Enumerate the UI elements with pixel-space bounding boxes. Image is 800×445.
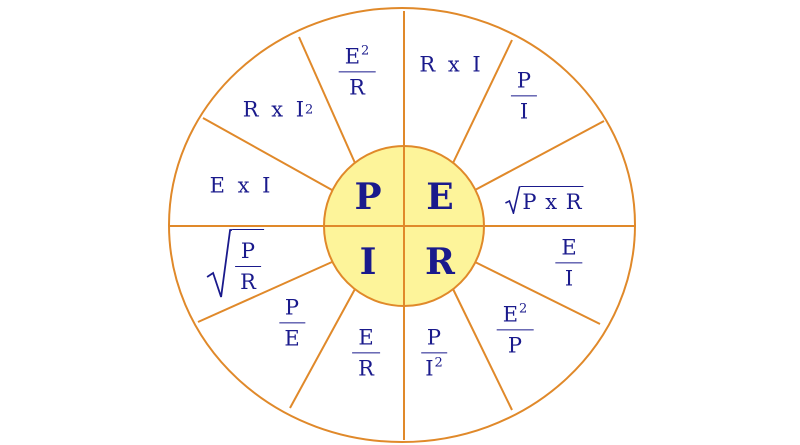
formula-numerator: P [510, 68, 538, 97]
formula-numerator: E [344, 44, 361, 69]
formula-numerator: E [555, 235, 583, 264]
formula-p-over-i-squared: P I2 [419, 325, 449, 381]
sector-divider [452, 39, 513, 164]
center-letter-power: P [354, 176, 382, 218]
formula-numerator: P [278, 295, 306, 324]
center-letter-resistance: R [425, 241, 455, 283]
formula-r-times-i: R x I [419, 52, 481, 77]
sector-divider [452, 288, 513, 411]
formula-numerator: P [234, 239, 262, 267]
exponent: 2 [434, 355, 443, 371]
formula-denominator: I [425, 356, 434, 381]
formula-text: E x I [209, 173, 271, 198]
formula-numerator: E [352, 325, 380, 354]
formula-sqrt-p-over-r: P R [206, 229, 264, 299]
radical-sign [206, 229, 233, 298]
exponent: 2 [361, 43, 370, 59]
formula-denominator: E [284, 326, 300, 351]
radical-sign [505, 186, 521, 214]
formula-denominator: R [358, 356, 374, 381]
formula-numerator: P [420, 325, 448, 354]
formula-denominator: I [564, 266, 574, 291]
formula-e-times-i: E x I [209, 173, 271, 198]
formula-denominator: R [240, 270, 256, 294]
formula-e-over-r: E R [352, 325, 380, 381]
formula-text: R x I [242, 97, 305, 122]
radicand: P x R [520, 186, 584, 214]
formula-denominator: R [349, 75, 365, 100]
formula-e-squared-over-p: E2 P [496, 301, 534, 358]
sector-dividers [169, 11, 636, 440]
formula-denominator: P [507, 333, 523, 358]
sector-divider [202, 117, 333, 191]
center-letter-current: I [359, 241, 377, 283]
formula-p-over-i: P I [510, 68, 538, 124]
sector-divider [474, 261, 601, 325]
formula-e-over-i: E I [555, 235, 583, 291]
formula-numerator: E [502, 302, 519, 327]
sector-divider [298, 36, 356, 164]
sector-divider [474, 120, 605, 191]
exponent: 2 [519, 301, 528, 317]
sector-divider [289, 288, 356, 409]
sector-divider [197, 261, 333, 323]
exponent: 2 [305, 102, 314, 118]
formula-e-squared-over-r: E2 R [338, 43, 376, 100]
formula-denominator: I [519, 99, 529, 124]
center-letter-voltage: E [426, 176, 454, 218]
formula-text: R x I [419, 52, 481, 77]
formula-p-over-e: P E [278, 295, 306, 351]
formula-sqrt-p-times-r: P x R [504, 186, 584, 214]
